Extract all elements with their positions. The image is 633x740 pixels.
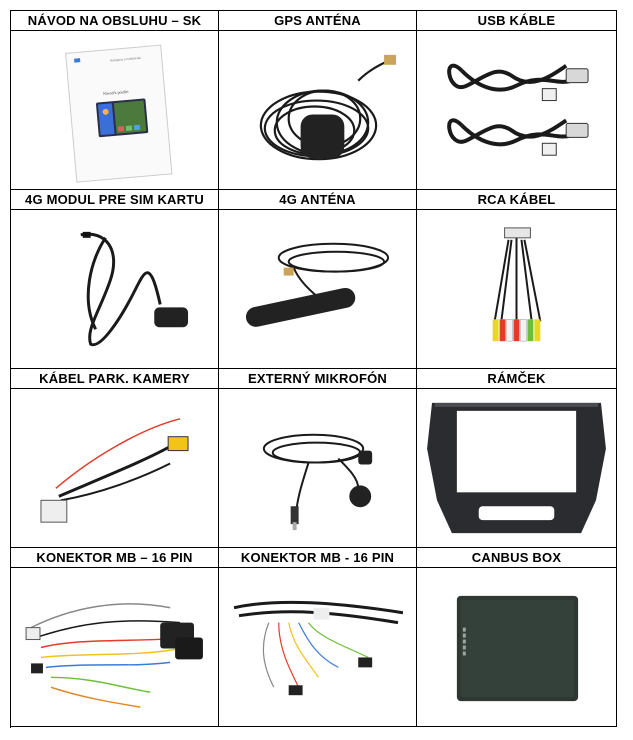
header-connector-mb-1: KONEKTOR MB – 16 PIN	[11, 548, 219, 568]
manual-cover-title: Návod k použití	[103, 89, 130, 96]
header-external-microphone: EXTERNÝ MIKROFÓN	[219, 369, 417, 389]
header-4g-antenna: 4G ANTÉNA	[219, 190, 417, 210]
header-rca-cable: RCA KÁBEL	[417, 190, 617, 210]
header-parking-camera-cable: KÁBEL PARK. KAMERY	[11, 369, 219, 389]
header-frame: RÁMČEK	[417, 369, 617, 389]
parking-camera-cable-image	[11, 389, 219, 548]
header-canbus-box: CANBUS BOX	[417, 548, 617, 568]
header-connector-mb-2: KONEKTOR MB - 16 PIN	[219, 548, 417, 568]
accessories-table: NÁVOD NA OBSLUHU – SK GPS ANTÉNA USB KÁB…	[10, 10, 617, 728]
connector-mb-1-image	[11, 568, 219, 727]
external-microphone-image	[219, 389, 417, 548]
gps-antenna-image	[219, 31, 417, 190]
header-usb-cables: USB KÁBLE	[417, 11, 617, 31]
header-gps-antenna: GPS ANTÉNA	[219, 11, 417, 31]
usb-cables-image	[417, 31, 617, 190]
connector-mb-2-image	[219, 568, 417, 727]
4g-module-image	[11, 210, 219, 369]
rca-cable-image	[417, 210, 617, 369]
4g-antenna-image	[219, 210, 417, 369]
manual-image: Navigácia a multimédiá Návod k použití	[11, 31, 219, 190]
header-manual: NÁVOD NA OBSLUHU – SK	[11, 11, 219, 31]
canbus-box-image	[417, 568, 617, 727]
svg-text:Navigácia a multimédiá: Navigácia a multimédiá	[110, 56, 141, 63]
frame-image	[417, 389, 617, 548]
header-4g-module: 4G MODUL PRE SIM KARTU	[11, 190, 219, 210]
